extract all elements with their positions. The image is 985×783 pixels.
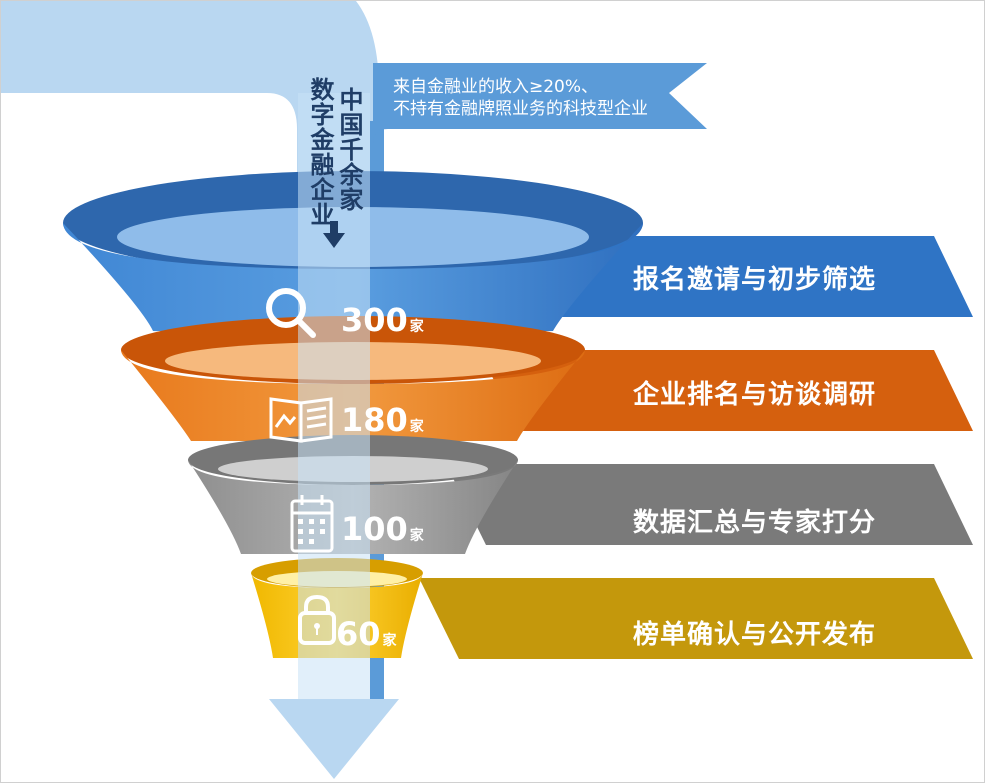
stage-label-3: 数据汇总与专家打分 <box>633 508 877 538</box>
stage-count-value: 100 <box>341 510 408 548</box>
stage-count-value: 300 <box>341 301 408 339</box>
criteria-line-2: 不持有金融牌照业务的科技型企业 <box>393 99 648 119</box>
stage-banner-2 <box>479 350 973 431</box>
stage-count-unit: 家 <box>409 319 424 335</box>
stage-banner-3 <box>446 464 973 545</box>
stage-label-4: 榜单确认与公开发布 <box>633 620 877 650</box>
intro-column-2: 数字金融企业 <box>306 77 334 227</box>
book-icon <box>269 397 333 443</box>
stage-count-unit: 家 <box>409 528 424 544</box>
stage-banner-4 <box>419 578 973 659</box>
down-shaft <box>298 93 370 703</box>
stage-label-2: 企业排名与访谈调研 <box>633 380 877 410</box>
intro-pipe <box>1 1 379 266</box>
stage-count-unit: 家 <box>409 419 424 435</box>
criteria-line-1: 来自金融业的收入≥20%、 <box>393 77 599 97</box>
search-icon <box>266 288 316 338</box>
arrow-down-icon <box>323 221 345 248</box>
stage-label-1: 报名邀请与初步筛选 <box>633 265 877 295</box>
calendar-grid <box>298 519 325 544</box>
lock-icon <box>298 594 336 645</box>
stage-count-unit: 家 <box>382 633 397 649</box>
stage-count-value: 60 <box>336 615 381 653</box>
stage-count-value: 180 <box>341 401 408 439</box>
calendar-icon <box>290 495 334 553</box>
down-arrow <box>269 699 399 779</box>
intro-column-1: 中国千余家 <box>335 87 363 212</box>
criteria-banner-shape <box>373 63 707 144</box>
